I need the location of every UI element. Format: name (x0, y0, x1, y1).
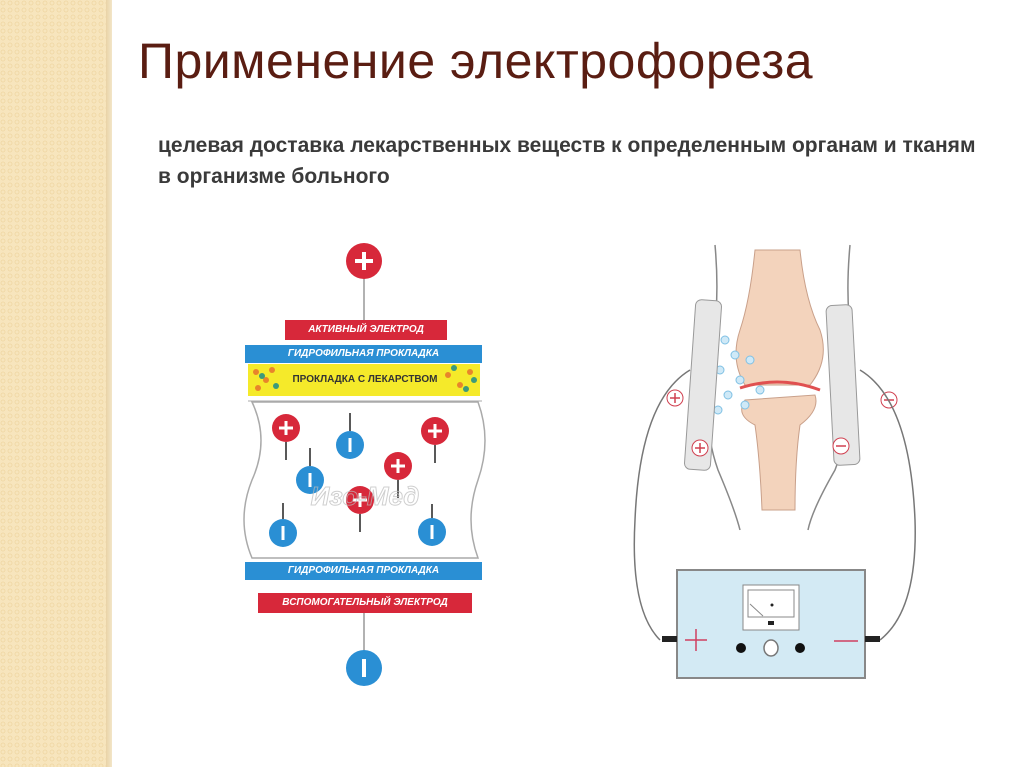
negative-wire (859, 369, 916, 641)
drug-pad-bar (248, 364, 480, 396)
active-electrode-label: АКТИВНЫЙ ЭЛЕКТРОД (308, 324, 424, 335)
hydrophilic-pad-bottom-bar (245, 562, 482, 580)
tissue-region (243, 401, 486, 559)
hydrophilic-pad-top-label: ГИДРОФИЛЬНАЯ ПРОКЛАДКА (287, 348, 440, 359)
device-knob-right (795, 643, 805, 653)
hydrophilic-pad-top-bar (245, 345, 482, 363)
slide-subtitle: целевая доставка лекарственных веществ к… (158, 134, 976, 188)
watermark-logo: Изо-Мед (311, 481, 420, 511)
device-plus-icon (685, 629, 707, 651)
device-dial (763, 639, 779, 657)
tibia-bone (741, 394, 817, 511)
side-band-edge (106, 0, 112, 767)
joint-highlight (739, 380, 821, 392)
auxiliary-electrode-bar (258, 593, 472, 613)
right-electrode-pad (825, 304, 898, 466)
device-knob-left (736, 643, 746, 653)
auxiliary-electrode-label: ВСПОМОГАТЕЛЬНЫЙ ЭЛЕКТРОД (282, 597, 448, 608)
drug-pad-label: ПРОКЛАДКА С ЛЕКАРСТВОМ (292, 374, 438, 385)
ions (269, 414, 449, 547)
negative-terminal-icon (346, 650, 382, 686)
active-electrode-bar (285, 320, 447, 340)
decorative-side-band (0, 0, 106, 767)
femur-bone (735, 249, 824, 386)
positive-wire (633, 369, 691, 641)
left-electrode-pad (666, 299, 722, 471)
hydrophilic-pad-bottom-label: ГИДРОФИЛЬНАЯ ПРОКЛАДКА (287, 565, 440, 576)
slide-title: Применение электрофореза (138, 33, 814, 89)
electrophoresis-device (662, 569, 880, 679)
positive-terminal-icon (346, 243, 382, 279)
